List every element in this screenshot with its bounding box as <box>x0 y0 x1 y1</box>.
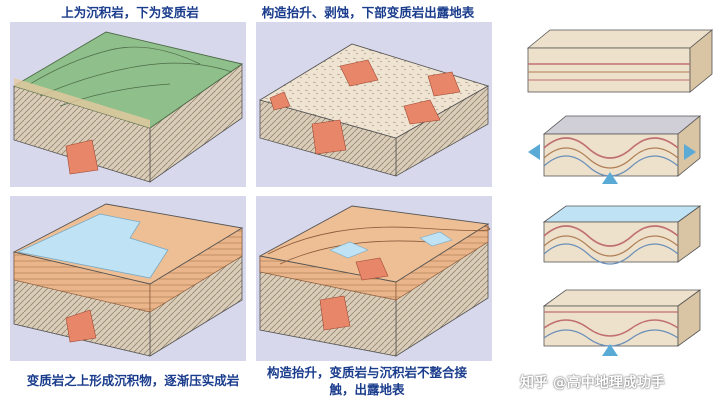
panel-unconformity-exposed <box>256 196 492 361</box>
caption-bottom-left: 变质岩之上形成沉积物，逐渐压实成岩 <box>26 373 240 388</box>
caption-bottom-middle: 构造抬升，变质岩与沉积岩不整合接触，出露地表 <box>266 365 467 397</box>
block-eroded-folds <box>542 205 702 265</box>
subsidence-arrow <box>602 344 618 356</box>
block-folding <box>528 115 702 184</box>
block-flat-layers <box>526 29 714 93</box>
uplift-arrow <box>602 172 618 184</box>
water-body <box>16 213 169 279</box>
caption-top-left: 上为沉积岩，下为变质岩 <box>61 5 199 20</box>
panel-sediment-over-metamorphic <box>10 22 246 187</box>
block-angular-unconformity <box>542 289 702 356</box>
caption-top-middle: 构造抬升、剥蚀，下部变质岩出露地表 <box>261 5 475 20</box>
watermark: 知乎 @高中地理成功手 <box>520 375 665 391</box>
compression-arrow-right <box>684 144 696 160</box>
panel-uplift-erosion <box>256 22 492 187</box>
compression-arrow-left <box>528 144 540 160</box>
metamorphic-outcrop <box>65 139 99 175</box>
panel-deposition <box>10 196 246 361</box>
